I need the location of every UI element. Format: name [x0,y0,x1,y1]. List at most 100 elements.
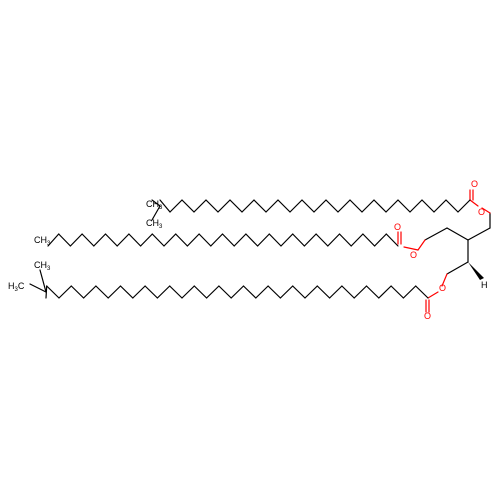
bond-59 [186,233,200,247]
bond-63 [140,233,153,247]
bond-70 [58,233,72,247]
carbonyl-oxygen-1: O [471,179,478,189]
bond-103 [82,285,97,299]
bond-34 [181,199,195,213]
bond-25 [289,199,303,213]
bond-105 [58,285,72,299]
chain2-terminal-methyl: CH3 [34,235,51,247]
bond-36 [159,199,171,213]
bond-53 [257,233,270,247]
bond-15 [409,199,423,213]
bond-19 [361,199,375,213]
bond-100 [119,285,134,299]
bond-11 [457,199,471,213]
bond-66 [104,233,118,247]
bond-4 [417,239,426,251]
bond-42 [385,233,399,247]
bond-84 [316,285,331,299]
bond-27 [265,199,279,213]
bond-80 [365,285,380,299]
bond-82 [341,285,355,299]
bond-56 [221,233,235,247]
bond-108 [29,283,47,293]
chain3-methyl: CH3 [34,260,51,272]
bond-24 [301,199,315,213]
bond-102 [95,285,109,299]
bond-87 [279,285,294,299]
bond-49 [303,233,317,247]
bond-51 [280,233,294,247]
bond-layer [29,189,491,313]
label-layer: O O O O O O H CH3 CH3 CH3 H3C CH3 [8,179,488,321]
bond-35 [169,199,183,213]
bond-88 [267,285,281,299]
bond-38 [151,205,161,221]
chain1-methyl-top: CH3 [146,199,163,211]
chain3-terminal-ethyl: H3C [8,281,25,293]
bond-77 [402,285,417,299]
bond-81 [353,285,368,299]
bond-43 [374,233,387,247]
bond-96 [169,285,183,299]
ester-oxygen-1: O [478,207,485,217]
bond-37 [151,199,161,207]
bond-76 [415,285,429,299]
bond-23 [313,199,327,213]
bond-98 [144,285,158,299]
bond-97 [156,285,171,299]
bond-13 [433,199,447,213]
bond-55 [233,233,247,247]
bond-16 [397,199,411,213]
bond-39 [403,246,419,251]
bond-73 [427,291,439,299]
bond-47 [327,233,341,247]
bond-32 [205,199,219,213]
bond-30 [229,199,243,213]
bond-50 [292,233,305,247]
ester-oxygen-2: O [410,250,417,260]
bond-44 [362,233,376,247]
bond-72 [441,273,448,287]
bond-57 [210,233,224,247]
bond-99 [132,285,146,299]
bond-109 [39,269,47,293]
stereo-hydrogen: H [481,280,488,290]
bond-3 [424,227,448,241]
bond-60 [175,233,188,247]
bond-17 [385,199,399,213]
bond-86 [292,285,306,299]
bond-65 [116,233,130,247]
bond-46 [338,233,352,247]
bond-91 [230,285,245,299]
bond-21 [337,199,351,213]
bond-71 [47,233,60,247]
bond-104 [70,285,85,299]
bond-1 [467,227,491,241]
bond-68 [81,233,95,247]
carbonyl-oxygen-2: O [394,222,401,232]
bond-58 [198,233,212,247]
bond-83 [329,285,343,299]
bond-7 [481,207,491,214]
bond-22 [325,199,339,213]
bond-2 [446,227,469,241]
bond-6 [446,261,469,275]
bond-69 [69,233,83,247]
bond-45 [350,233,364,247]
bond-29 [241,199,255,213]
bond-18 [373,199,387,213]
bond-54 [245,233,259,247]
bond-31 [217,199,231,213]
bond-95 [181,285,195,299]
bond-94 [193,285,208,299]
bond-78 [390,285,404,299]
bond-101 [107,285,122,299]
bond-26 [277,199,291,213]
bond-52 [268,233,282,247]
bond-48 [315,233,329,247]
chain1-methyl-bottom: CH3 [146,218,163,230]
bond-93 [206,285,220,299]
bond-28 [253,199,267,213]
bond-79 [378,285,392,299]
